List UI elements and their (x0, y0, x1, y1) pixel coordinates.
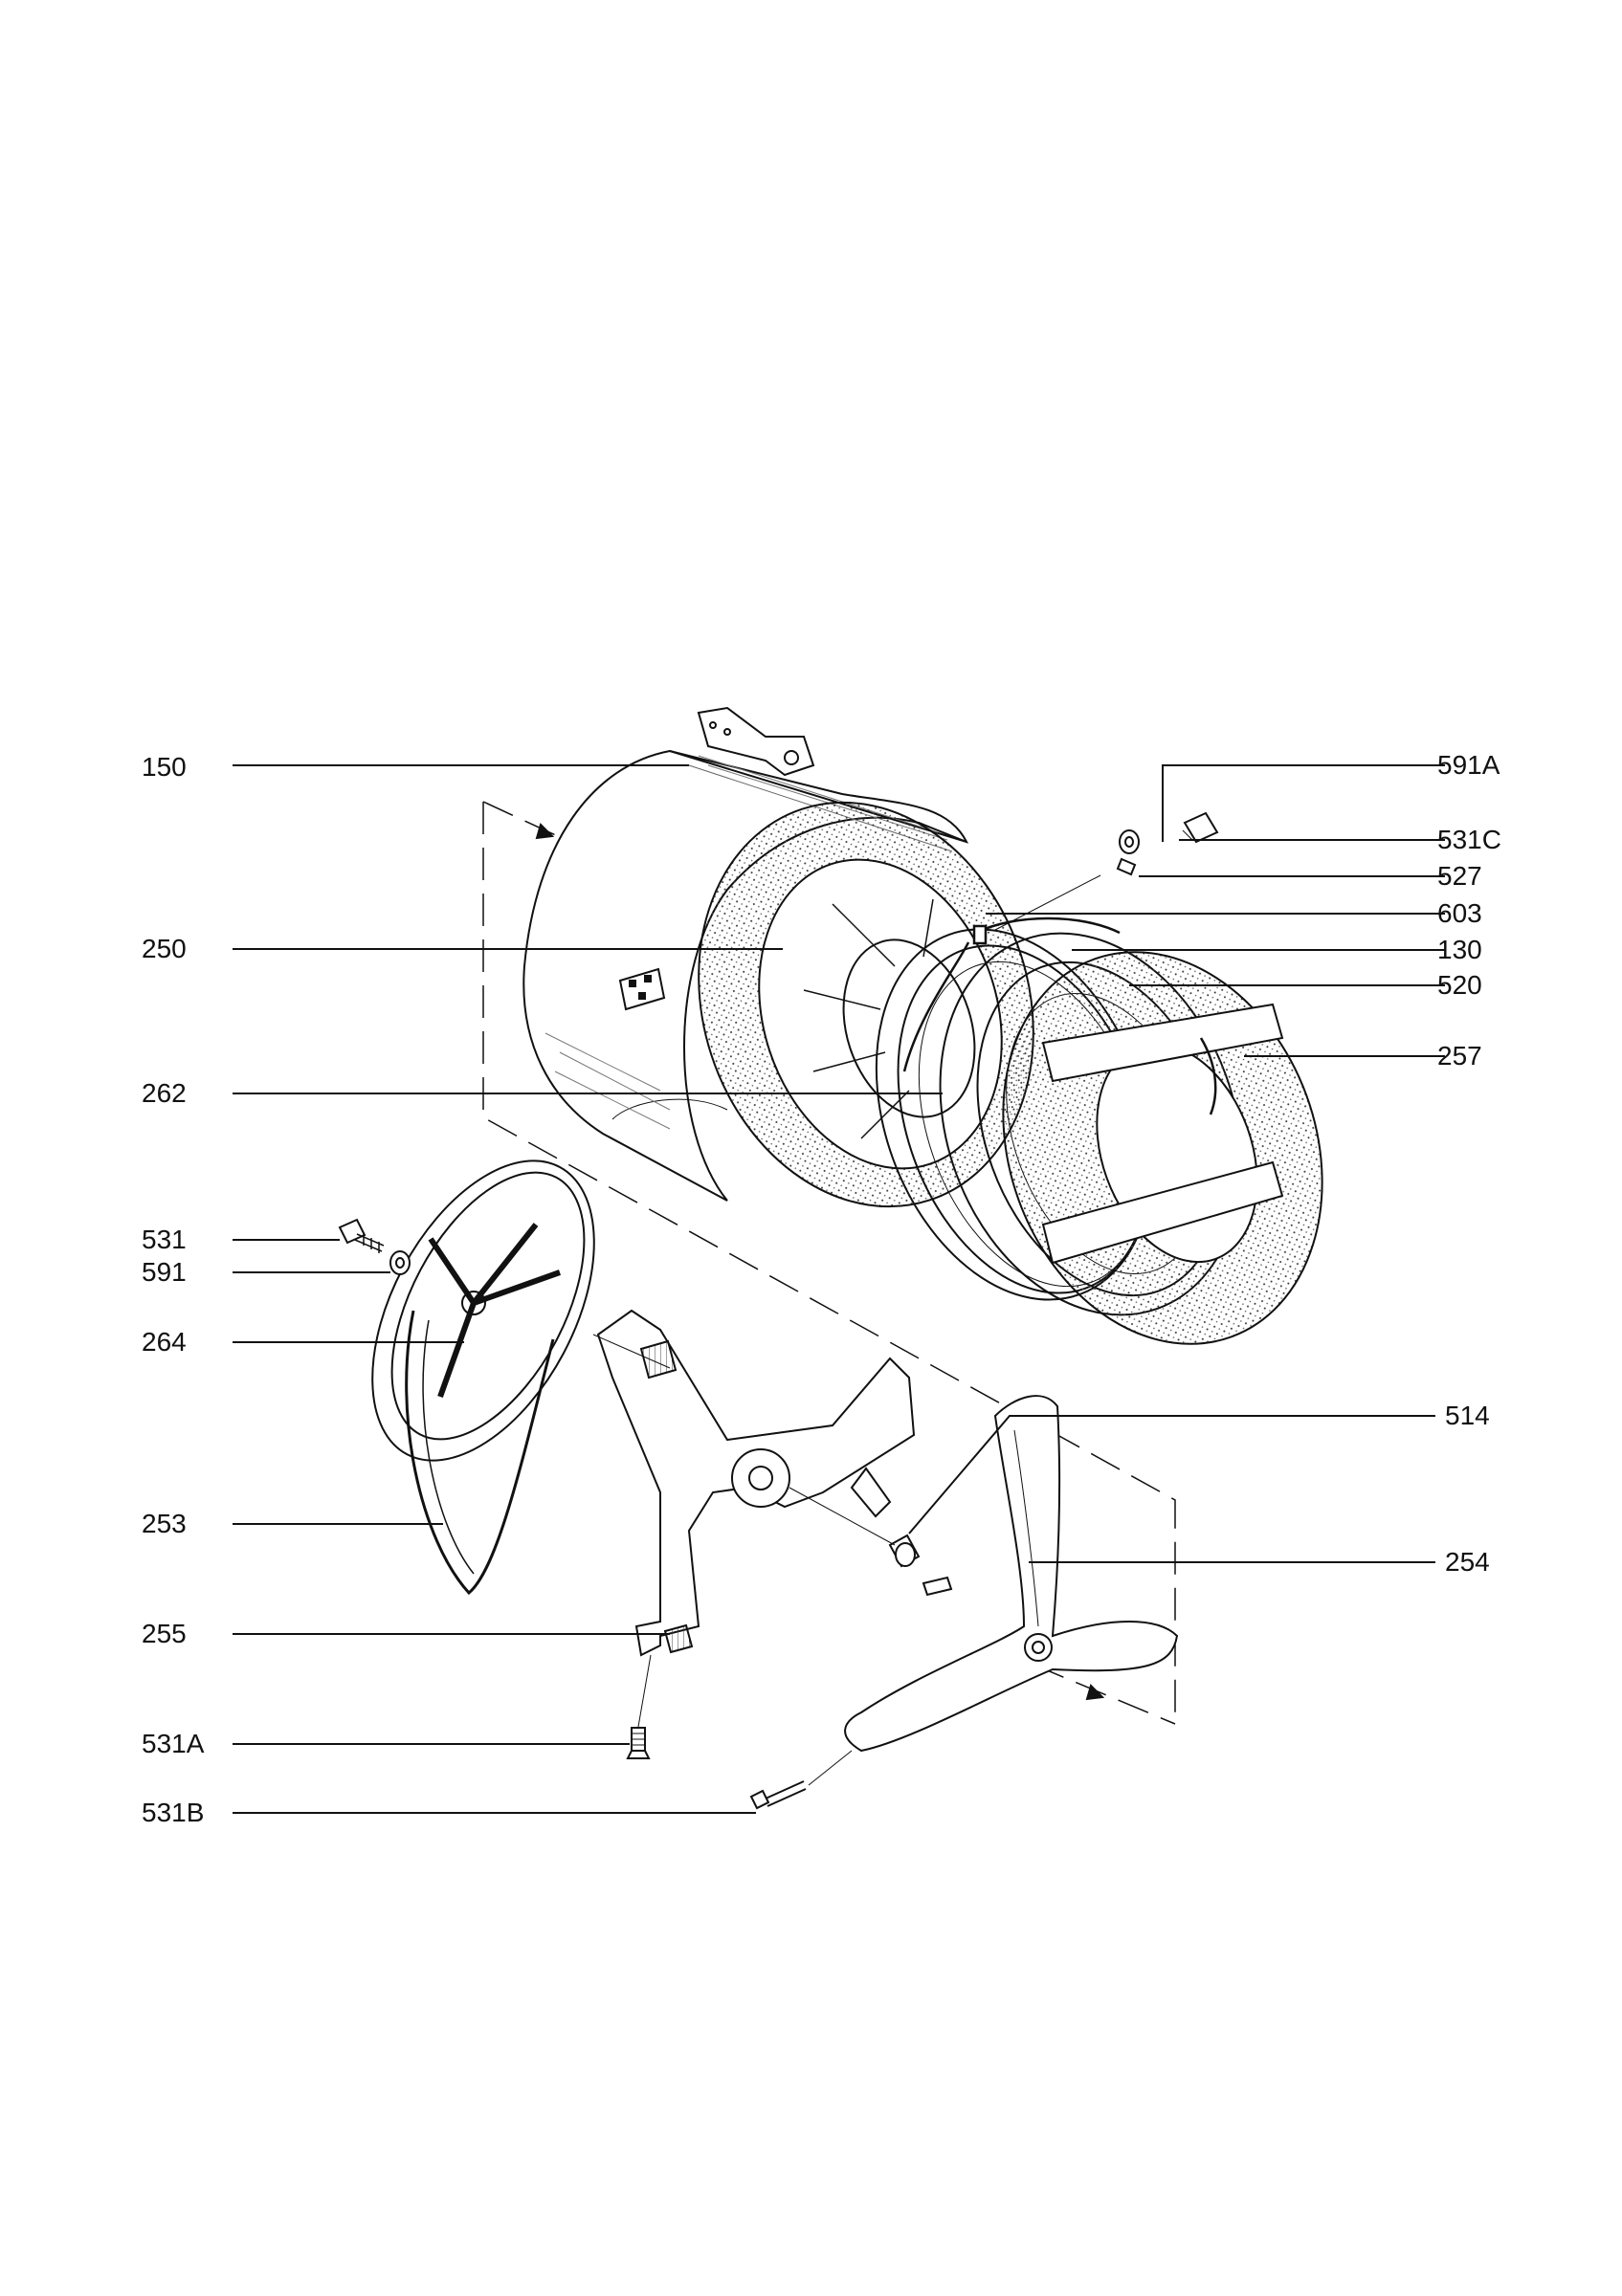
arrow-marker-lower (1085, 1684, 1105, 1701)
part-label-130: 130 (1437, 935, 1482, 964)
bearing-bush (789, 1487, 953, 1597)
part-label-520: 520 (1437, 970, 1482, 1000)
drum-pulley (371, 1159, 595, 1462)
part-label-531C: 531C (1437, 825, 1501, 854)
rear-support-spider (592, 1309, 916, 1657)
part-label-262: 262 (142, 1078, 187, 1108)
part-label-264: 264 (142, 1327, 187, 1357)
part-label-257: 257 (1437, 1041, 1482, 1071)
part-label-531A: 531A (142, 1729, 205, 1758)
part-label-527: 527 (1437, 861, 1482, 891)
part-label-253: 253 (142, 1509, 187, 1538)
screw-531B (749, 1750, 853, 1810)
tub-front-cover (1002, 951, 1323, 1345)
drive-belt (405, 1310, 555, 1596)
part-label-591: 591 (142, 1257, 187, 1287)
hardware-upper-right (994, 811, 1219, 931)
bolt-531 (338, 1218, 385, 1253)
clamp-band (902, 916, 1121, 1072)
arrow-marker-upper (535, 823, 555, 840)
front-support-spider (844, 1395, 1179, 1753)
part-label-255: 255 (142, 1619, 187, 1648)
part-label-150: 150 (142, 752, 187, 782)
part-label-531B: 531B (142, 1798, 205, 1827)
part-label-250: 250 (142, 934, 187, 963)
bolt-531A (626, 1654, 652, 1759)
part-label-531: 531 (142, 1225, 187, 1254)
part-label-591A: 591A (1437, 750, 1500, 780)
washer-591 (389, 1250, 411, 1275)
part-label-514: 514 (1445, 1401, 1490, 1430)
part-label-254: 254 (1445, 1547, 1490, 1577)
part-label-603: 603 (1437, 898, 1482, 928)
leader-lines (233, 764, 1445, 1814)
